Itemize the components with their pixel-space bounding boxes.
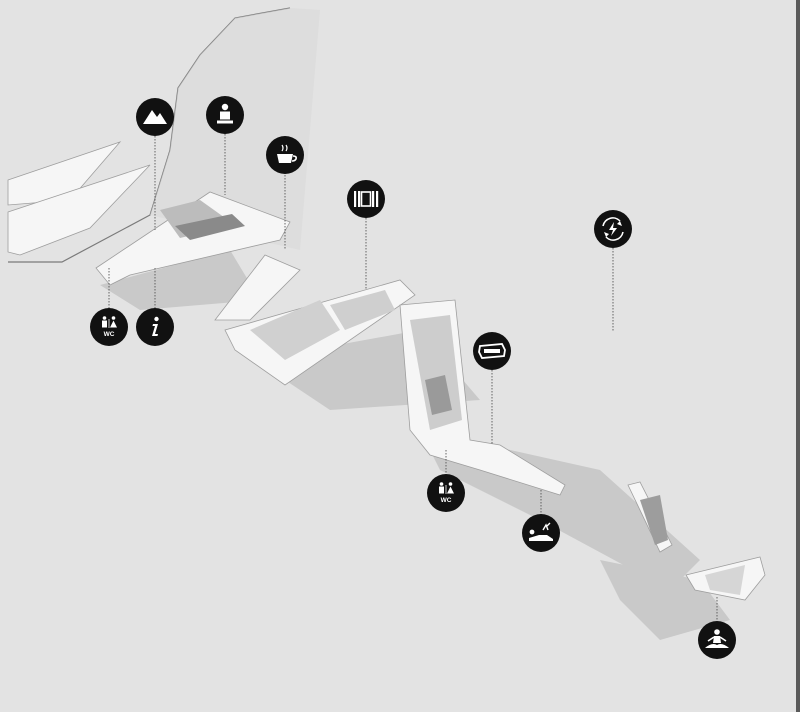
building-west-wing [7,141,416,386]
building-central-spine [399,299,566,496]
icon-pins: WC WC [90,96,736,659]
building-east-pavilions [627,481,766,601]
right-edge-border [796,0,800,712]
vr-headset-icon [473,332,511,370]
gallery-icon [347,180,385,218]
sunbathing-icon [522,514,560,552]
sculpture-icon [206,96,244,134]
mountain-icon [136,98,174,136]
pin-circle [347,180,385,218]
wc-icon: WC [427,474,465,512]
energy-icon [594,210,632,248]
leader-lines [108,134,718,621]
wc-label: WC [441,497,452,504]
meditation-icon [698,621,736,659]
coffee-icon [266,136,304,174]
wc-icon: WC [90,308,128,346]
wc-label: WC [104,331,115,338]
pin-circle [522,514,560,552]
info-icon [136,308,174,346]
